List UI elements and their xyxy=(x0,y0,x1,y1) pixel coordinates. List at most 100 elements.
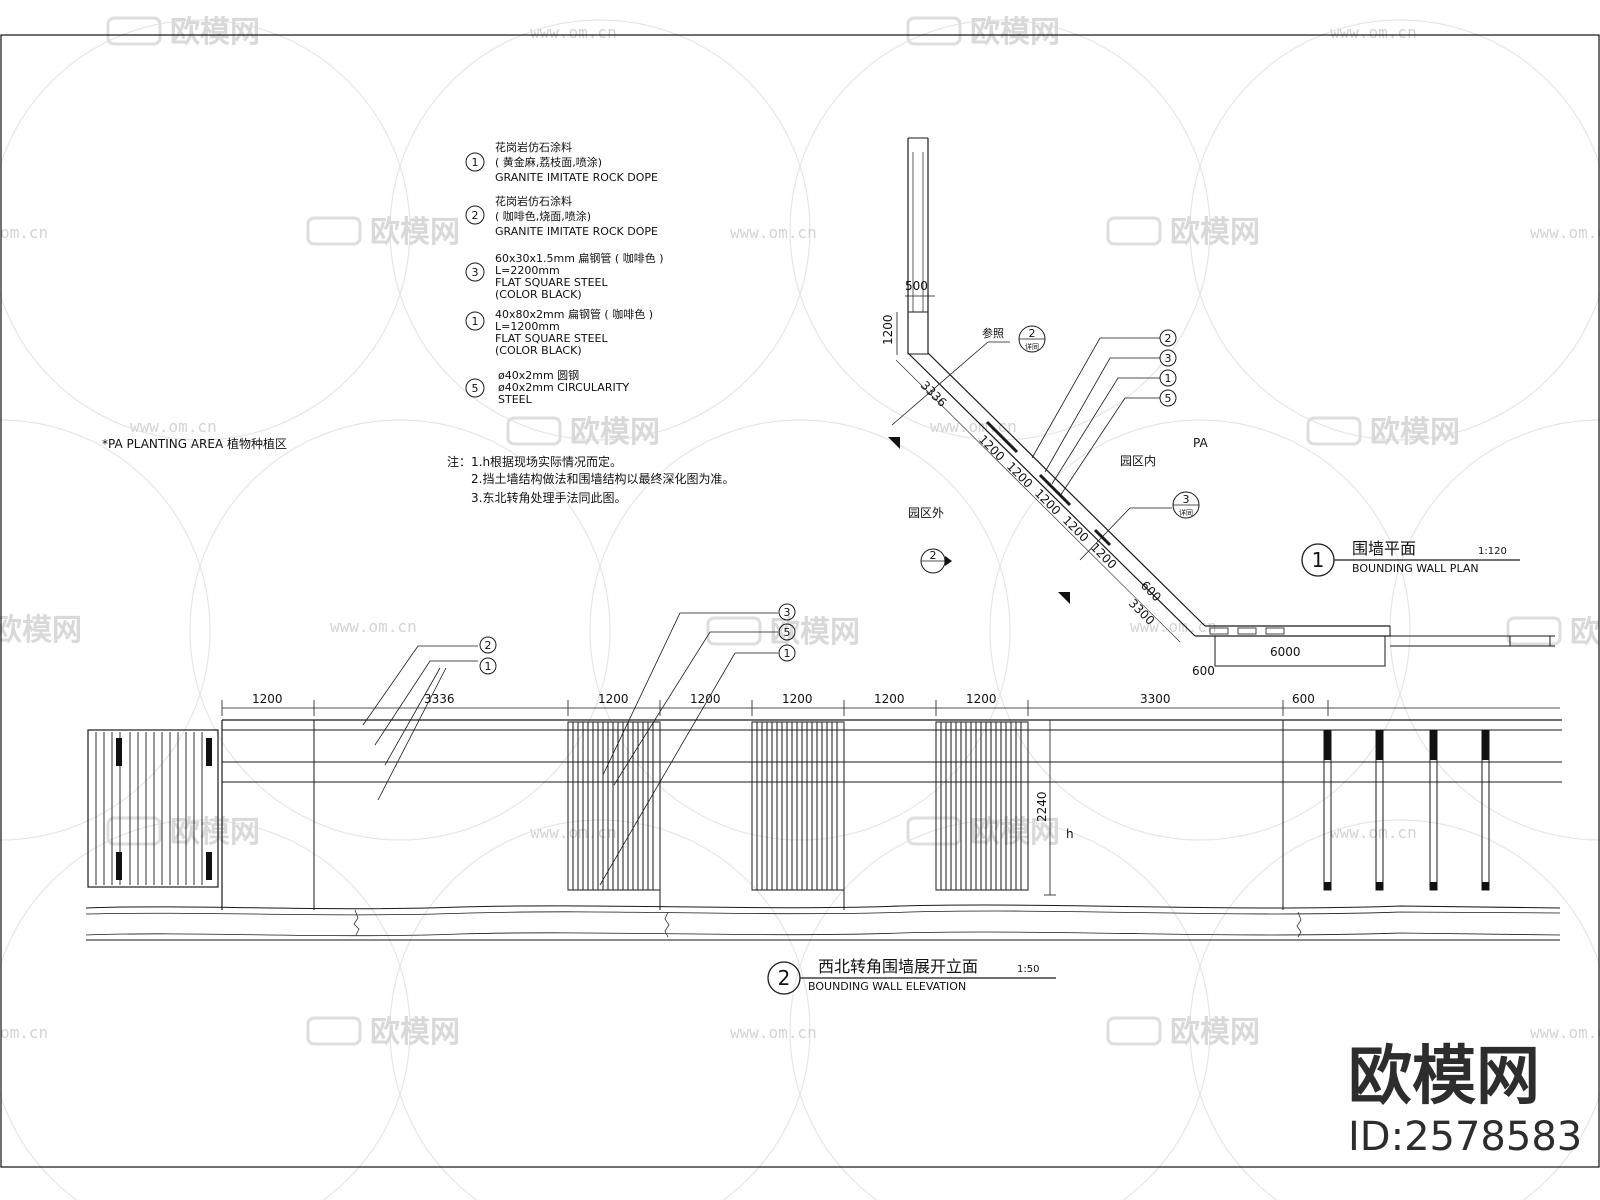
watermark-brand-5: 欧模网 xyxy=(506,415,660,450)
legend-item-2: 2 花岗岩仿石涂料 ( 咖啡色,烧面,喷涂) GRANITE IMITATE R… xyxy=(465,194,658,238)
elev-dim-7: 1200 xyxy=(966,692,997,706)
watermark-url-8: www.om.cn xyxy=(330,617,417,636)
plan-dim-600-b: 600 xyxy=(1192,664,1215,678)
elev-dim-2: 3336 xyxy=(424,692,455,706)
svg-text:欧模网: 欧模网 xyxy=(970,815,1060,850)
plan-dim-1200-vert: 1200 xyxy=(881,314,895,345)
watermark-url-5: www.om.cn xyxy=(1530,223,1600,242)
legend-item-4: 1 40x80x2mm 扁钢管 ( 咖啡色 ) L=1200mm FLAT SQ… xyxy=(465,307,653,357)
section-mark-top xyxy=(888,437,900,449)
wall-plan: 500 1200 3336 1200 1200 1200 1200 1200 6… xyxy=(881,137,1555,678)
svg-text:欧模网: 欧模网 xyxy=(570,415,660,450)
elevation-callouts-left: 2 1 xyxy=(479,636,497,675)
section-mark-bottom xyxy=(1058,592,1070,604)
watermark-brand-2: 欧模网 xyxy=(906,15,1060,50)
watermark-url-14: www.om.cn xyxy=(1530,1023,1600,1042)
watermark-brand-6: 欧模网 xyxy=(1306,415,1460,450)
note-2: 2.挡土墙结构做法和围墙结构以最终深化图为准。 xyxy=(471,471,734,486)
tube-panel-2 xyxy=(751,721,845,891)
svg-text:欧模网: 欧模网 xyxy=(1570,615,1600,650)
svg-text:FLAT SQUARE STEEL: FLAT SQUARE STEEL xyxy=(495,332,609,345)
elev-dim-3: 1200 xyxy=(598,692,629,706)
elev-callout-1b: 1 xyxy=(784,647,791,660)
watermark-brand-7: 欧模网 xyxy=(0,613,82,648)
svg-text:5: 5 xyxy=(472,382,479,395)
watermark-brand-12: 欧模网 xyxy=(306,1015,460,1050)
svg-text:3: 3 xyxy=(472,266,479,279)
legend-item-3: 3 60x30x1.5mm 扁钢管 ( 咖啡色 ) L=2200mm FLAT … xyxy=(465,251,664,301)
sheet-frame xyxy=(0,34,1600,1168)
brand-logo-text: 欧模网 xyxy=(1348,1040,1540,1114)
svg-text:40x80x2mm 扁钢管 ( 咖啡色 ): 40x80x2mm 扁钢管 ( 咖啡色 ) xyxy=(495,307,653,321)
svg-text:花岗岩仿石涂料: 花岗岩仿石涂料 xyxy=(495,140,572,154)
elev-title-cn: 西北转角围墙展开立面 xyxy=(818,957,978,976)
watermark-brand-3: 欧模网 xyxy=(306,215,460,250)
watermark-brand-13: 欧模网 xyxy=(1106,1015,1260,1050)
plan-label-outside: 园区外 xyxy=(908,506,944,520)
elevation-leader-lines xyxy=(362,612,778,886)
svg-text:STEEL: STEEL xyxy=(498,393,533,406)
elev-title-number: 2 xyxy=(778,966,791,990)
svg-text:欧模网: 欧模网 xyxy=(970,15,1060,50)
tube-panel-3 xyxy=(935,721,1029,891)
wall-elevation: 1200 3336 1200 1200 1200 1200 1200 3300 … xyxy=(85,603,1562,995)
watermark-brand-11: 欧模网 xyxy=(906,815,1060,850)
plan-label-inside: 园区内 xyxy=(1120,454,1156,468)
svg-text:2: 2 xyxy=(472,209,479,222)
plan-section-num: 2 xyxy=(930,549,937,562)
watermark-url-2: www.om.cn xyxy=(1330,23,1417,42)
watermark-circles xyxy=(0,19,1600,1200)
legend: 1 花岗岩仿石涂料 ( 黄金麻,荔枝面,喷涂) GRANITE IMITATE … xyxy=(465,140,664,406)
legend-item-1: 1 花岗岩仿石涂料 ( 黄金麻,荔枝面,喷涂) GRANITE IMITATE … xyxy=(465,140,658,184)
svg-text:花岗岩仿石涂料: 花岗岩仿石涂料 xyxy=(495,194,572,208)
svg-text:欧模网: 欧模网 xyxy=(170,15,260,50)
asset-id: ID:2578583 xyxy=(1348,1114,1582,1160)
elev-dim-height: 2240 xyxy=(1035,791,1049,822)
plan-ref2-num: 3 xyxy=(1183,493,1190,506)
watermark-brand-10: 欧模网 xyxy=(106,815,260,850)
watermark-url-11: www.om.cn xyxy=(1330,823,1417,842)
plan-title-en: BOUNDING WALL PLAN xyxy=(1352,562,1479,575)
elevation-dim-ticks xyxy=(221,700,1329,716)
plan-title-scale: 1:120 xyxy=(1478,546,1507,557)
gate-panel xyxy=(87,729,219,888)
note-1: 注：1.h根据现场实际情况而定。 xyxy=(447,454,622,469)
plan-dim-3336: 3336 xyxy=(918,378,949,409)
elev-dim-8: 3300 xyxy=(1140,692,1171,706)
svg-text:欧模网: 欧模网 xyxy=(0,613,82,648)
svg-text:欧模网: 欧模网 xyxy=(170,815,260,850)
plan-callout-3: 3 xyxy=(1165,352,1172,365)
plan-dim-1200-d: 1200 xyxy=(1060,513,1091,544)
watermark-brand-8: 欧模网 xyxy=(706,615,860,650)
elev-callout-1: 1 xyxy=(485,660,492,673)
elev-dim-5: 1200 xyxy=(782,692,813,706)
watermark-url-3: om.cn xyxy=(0,223,48,242)
svg-text:L=1200mm: L=1200mm xyxy=(495,320,560,333)
watermark-brand-1: 欧模网 xyxy=(106,15,260,50)
svg-text:(COLOR BLACK): (COLOR BLACK) xyxy=(495,288,582,301)
plan-dim-1200-e: 1200 xyxy=(1088,540,1119,571)
svg-text:1: 1 xyxy=(472,315,479,328)
elev-dim-1: 1200 xyxy=(252,692,283,706)
watermark-url-9: www.om.cn xyxy=(1130,617,1217,636)
svg-text:FLAT SQUARE STEEL: FLAT SQUARE STEEL xyxy=(495,276,609,289)
plan-dim-1200-b: 1200 xyxy=(1004,459,1035,490)
svg-text:1: 1 xyxy=(472,156,479,169)
watermark-layer: 欧模网 欧模网 欧模网 欧模网 欧模网 欧模网 欧模网 欧模网 xyxy=(0,15,1600,1200)
svg-text:ø40x2mm CIRCULARITY: ø40x2mm CIRCULARITY xyxy=(498,381,629,394)
plan-dim-500: 500 xyxy=(905,279,928,293)
notes: 注：1.h根据现场实际情况而定。 2.挡土墙结构做法和围墙结构以最终深化图为准。… xyxy=(447,454,734,505)
plan-ref-text: 参照 xyxy=(982,326,1004,340)
watermark-url-4: www.om.cn xyxy=(730,223,817,242)
svg-text:欧模网: 欧模网 xyxy=(1170,215,1260,250)
plan-callout-1: 1 xyxy=(1165,372,1172,385)
ground-line xyxy=(85,904,1561,941)
plan-dim-6000: 6000 xyxy=(1270,645,1301,659)
plan-title-number: 1 xyxy=(1312,548,1325,572)
legend-item-5: 5 ø40x2mm 圆钢 ø40x2mm CIRCULARITY STEEL xyxy=(465,369,629,406)
elev-callout-5: 5 xyxy=(784,626,791,639)
planting-area-label: *PA PLANTING AREA 植物种植区 xyxy=(102,436,287,451)
plan-title-cn: 围墙平面 xyxy=(1352,539,1416,558)
elev-dim-9: 600 xyxy=(1292,692,1315,706)
